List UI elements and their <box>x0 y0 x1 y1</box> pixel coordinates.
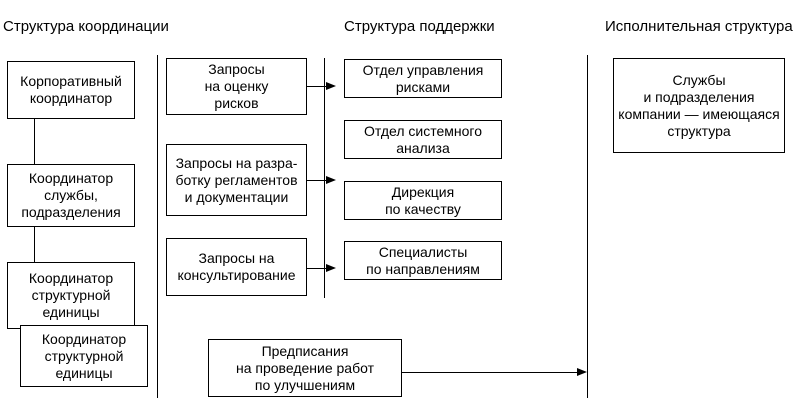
header-support: Структура поддержки <box>344 18 495 35</box>
risk-assessment-requests-box: Запросы на оценку рисков <box>166 58 307 115</box>
header-coordination: Структура координации <box>3 18 169 35</box>
header-executive: Исполнительная структура <box>605 18 793 35</box>
arrow-line-consulting <box>307 268 331 269</box>
quality-directorate-box: Дирекция по качеству <box>344 181 502 220</box>
arrow-line-risk <box>307 86 331 87</box>
corporate-coordinator-box: Корпоративный координатор <box>7 61 135 119</box>
arrowhead-regulations <box>326 176 336 184</box>
risk-management-dept-box: Отдел управления рисками <box>344 59 502 98</box>
improvement-prescriptions-box: Предписания на проведение работ по улучш… <box>208 339 402 397</box>
connector-service-to-unit <box>34 227 35 262</box>
arrowhead-risk <box>326 82 336 90</box>
arrow-line-prescriptions <box>402 372 582 373</box>
company-units-box: Службы и подразделения компании — имеюща… <box>613 58 785 153</box>
unit-coordinator-box-2: Координатор структурной единицы <box>20 325 148 387</box>
arrowhead-consulting <box>326 264 336 272</box>
regulations-requests-box: Запросы на разра- ботку регламентов и до… <box>166 144 307 216</box>
unit-coordinator-box: Координатор структурной единицы <box>7 262 135 329</box>
specialists-box: Специалисты по направлениям <box>344 241 502 280</box>
service-coordinator-box: Координатор службы, подразделения <box>7 164 135 227</box>
arrowhead-prescriptions <box>577 368 587 376</box>
arrow-line-regulations <box>307 180 331 181</box>
support-bracket-line <box>324 58 325 298</box>
consulting-requests-box: Запросы на консультирование <box>166 238 307 296</box>
divider-coordination-support <box>157 55 158 398</box>
connector-corporate-to-service <box>34 119 35 164</box>
divider-support-executive <box>587 55 588 398</box>
system-analysis-dept-box: Отдел системного анализа <box>344 120 502 159</box>
